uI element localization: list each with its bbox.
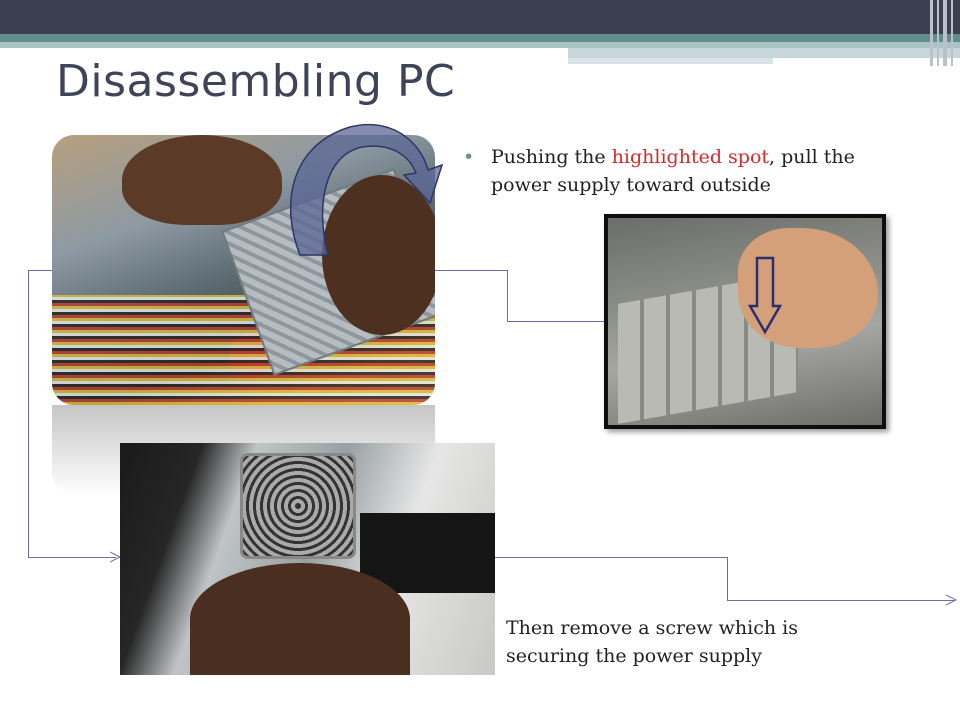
bullet-text: Pushing the highlighted spot, pull the p… <box>463 143 863 199</box>
bullet-text-part: , pull the power supply toward outside <box>491 146 855 196</box>
bullet-text-part: Pushing the <box>491 146 612 168</box>
header-bar <box>0 0 960 34</box>
connector-line <box>507 270 508 322</box>
down-arrow-icon <box>748 256 782 335</box>
header-light-band-right <box>568 48 960 58</box>
slide-title: Disassembling PC <box>56 56 456 107</box>
photo-power-supply-closeup <box>604 214 886 429</box>
header-teal-band <box>0 34 960 42</box>
connector-line <box>28 270 52 271</box>
caption-remove-screw: Then remove a screw which is securing th… <box>506 617 798 667</box>
connector-line <box>727 557 728 601</box>
arrowhead-icon <box>946 594 958 606</box>
photo-pull-power-supply <box>52 135 435 405</box>
curved-arrow-icon <box>289 123 444 256</box>
photo-remove-screw <box>120 443 495 675</box>
header-light-band <box>0 42 960 48</box>
connector-line <box>495 557 728 558</box>
bullet-icon: • <box>463 146 475 168</box>
bullet-instruction: • Pushing the highlighted spot, pull the… <box>463 143 863 199</box>
connector-line <box>28 557 116 558</box>
header-right-stripes <box>928 0 960 66</box>
header-light-band-small <box>568 58 773 64</box>
connector-line <box>727 600 954 601</box>
connector-line <box>28 270 29 558</box>
highlighted-spot-text: highlighted spot <box>611 146 770 168</box>
connector-line <box>435 270 508 271</box>
connector-line <box>507 321 604 322</box>
